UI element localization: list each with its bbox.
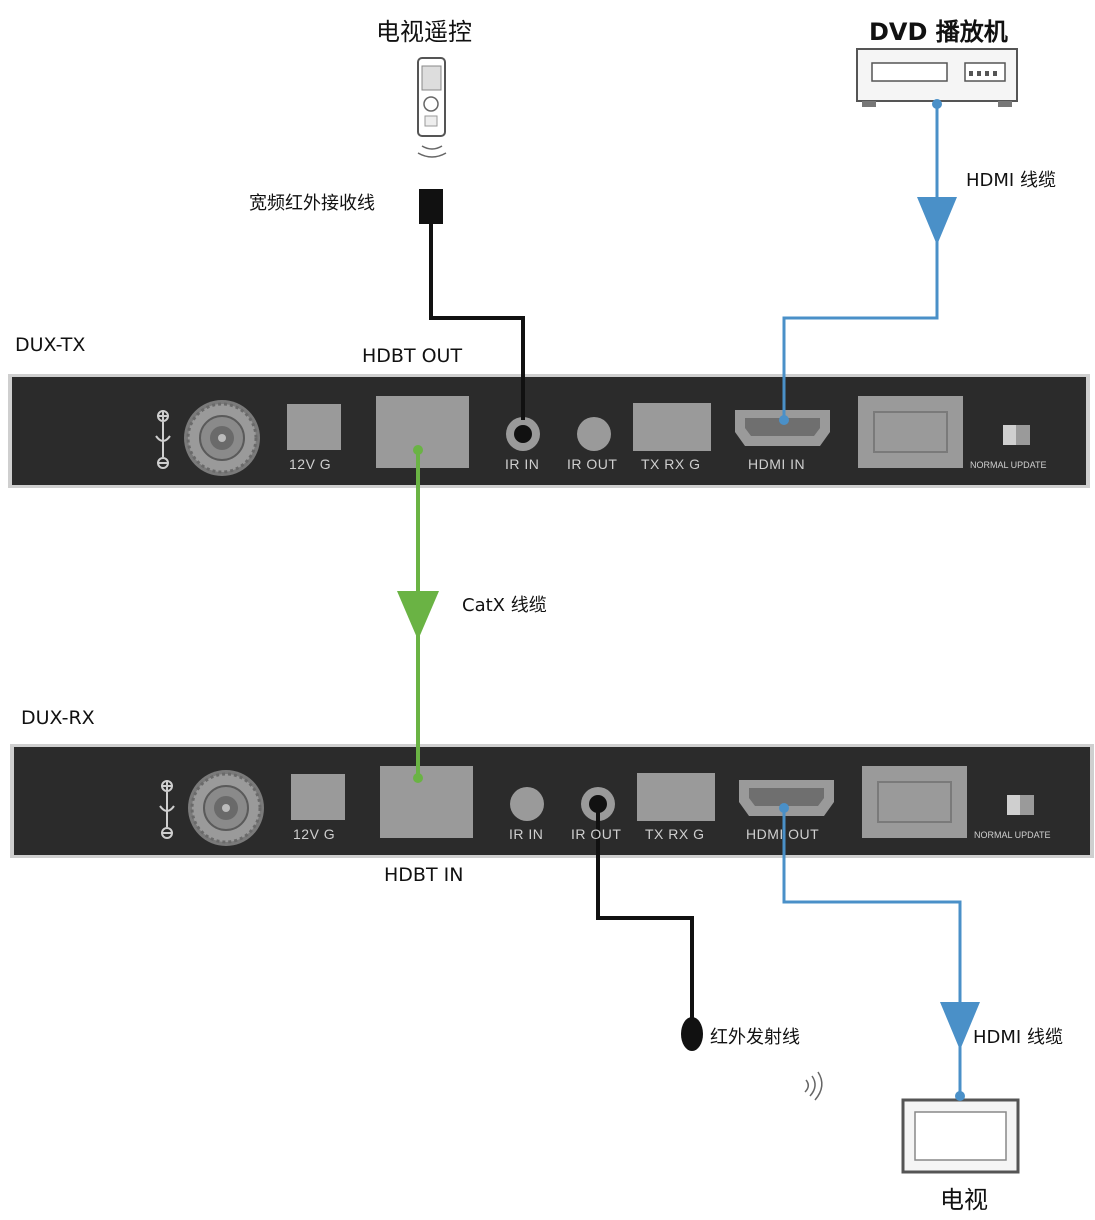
- ir-signal-icon: [804, 1071, 823, 1101]
- rx-hdmi-out-label: HDMI OUT: [746, 826, 820, 842]
- remote-control-icon: [417, 57, 447, 158]
- tx-hdmi-in-label: HDMI IN: [748, 456, 806, 472]
- tv-icon: [901, 1098, 1020, 1174]
- tx-power-port-label: 12V G: [289, 456, 332, 472]
- remote-label: 电视遥控: [376, 18, 472, 46]
- ir-emitter-label: 红外发射线: [710, 1027, 800, 1048]
- rx-device-body: [10, 744, 1094, 858]
- tx-device-body: [8, 374, 1090, 488]
- rx-ir-in-label: IR IN: [509, 826, 544, 842]
- rx-device-label: DUX-RX: [21, 707, 95, 729]
- tx-ir-in-label: IR IN: [505, 456, 540, 472]
- tx-ir-cable: [429, 224, 525, 420]
- tx-ir-out-label: IR OUT: [567, 456, 618, 472]
- dvd-label: DVD 播放机: [869, 18, 1008, 46]
- hdmi-cable-top-label: HDMI 线缆: [966, 170, 1056, 191]
- dvd-player-icon: [856, 48, 1018, 107]
- hdmi-cable-top: [779, 99, 957, 425]
- hdmi-cable-bottom-label: HDMI 线缆: [973, 1027, 1063, 1048]
- rx-ir-out-label: IR OUT: [571, 826, 622, 842]
- catx-cable: [397, 445, 439, 783]
- tx-txrx-label: TX RX G: [641, 456, 701, 472]
- tv-label: 电视: [940, 1186, 988, 1214]
- rx-txrx-label: TX RX G: [645, 826, 705, 842]
- rx-ir-cable: [596, 810, 694, 1020]
- ir-receiver-icon: [419, 189, 443, 224]
- ir-receiver-label: 宽频红外接收线: [249, 193, 375, 214]
- tx-device-label: DUX-TX: [15, 334, 86, 356]
- tx-switch-label: NORMAL UPDATE: [970, 460, 1047, 470]
- rx-switch-label: NORMAL UPDATE: [974, 830, 1051, 840]
- catx-cable-label: CatX 线缆: [462, 595, 547, 616]
- rx-power-port-label: 12V G: [293, 826, 336, 842]
- hdbt-in-label: HDBT IN: [384, 864, 464, 886]
- hdmi-cable-bottom: [779, 803, 980, 1101]
- hdbt-out-label: HDBT OUT: [362, 345, 463, 367]
- ir-emitter-icon: [681, 1017, 703, 1051]
